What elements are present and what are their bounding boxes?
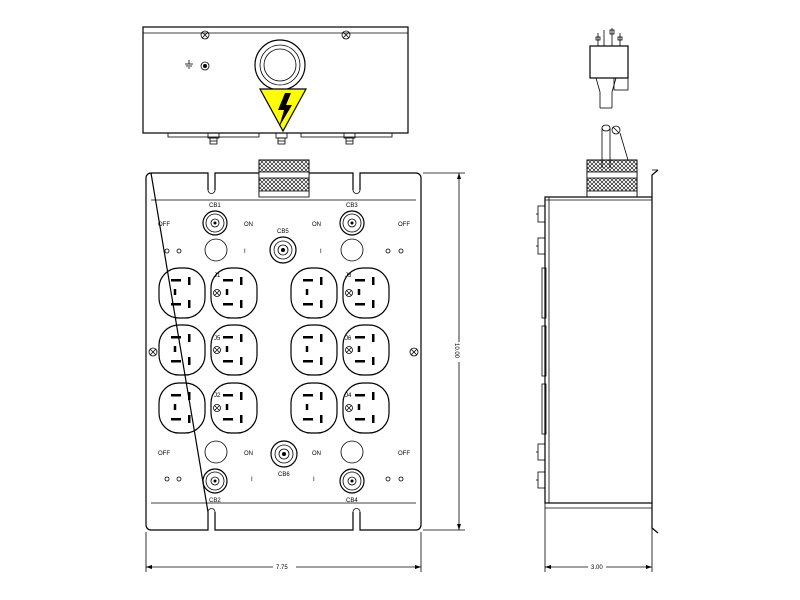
indicator-dot bbox=[164, 476, 170, 482]
receptacle bbox=[290, 324, 338, 376]
height-dimension-label: 10.00 bbox=[453, 343, 459, 359]
cb1-label: CB1 bbox=[209, 203, 221, 209]
receptacle-pair-j3 bbox=[290, 267, 390, 319]
receptacle bbox=[158, 267, 206, 319]
receptacle-screw bbox=[345, 404, 353, 412]
breaker-cb1 bbox=[202, 210, 228, 236]
side-view bbox=[536, 159, 659, 534]
cb2-label: CB2 bbox=[209, 498, 221, 504]
receptacle bbox=[210, 382, 258, 434]
side-screw-right bbox=[409, 347, 419, 357]
on-label: ON bbox=[244, 451, 253, 457]
receptacle bbox=[342, 382, 390, 434]
high-voltage-warning-icon bbox=[258, 88, 308, 133]
j2-label: J2 bbox=[214, 393, 221, 399]
stud-1 bbox=[207, 132, 220, 145]
breaker-cb2 bbox=[202, 468, 228, 494]
indicator-window-1 bbox=[204, 238, 228, 262]
top-screw-right bbox=[341, 30, 351, 40]
dimension-depth: 3.00 bbox=[544, 503, 653, 572]
indicator-window-2 bbox=[340, 238, 364, 262]
receptacle-screw bbox=[213, 346, 221, 354]
receptacle-pair-j4 bbox=[290, 382, 390, 434]
receptacle bbox=[290, 267, 338, 319]
j4-label: J4 bbox=[345, 393, 352, 399]
breaker-cb6 bbox=[270, 440, 298, 468]
receptacle bbox=[342, 324, 390, 376]
dimension-height: 10.00 bbox=[423, 172, 465, 531]
cb5-label: CB5 bbox=[277, 229, 289, 235]
off-label: OFF bbox=[398, 451, 410, 457]
receptacle-pair-j1 bbox=[158, 267, 258, 319]
j1-label: J1 bbox=[214, 273, 221, 279]
off-label: OFF bbox=[398, 222, 410, 228]
receptacle-screw bbox=[345, 346, 353, 354]
indicator-dot bbox=[398, 248, 404, 254]
receptacle-pair-j2 bbox=[158, 382, 258, 434]
position-one-label: I bbox=[313, 477, 315, 483]
front-connector-knurl bbox=[258, 159, 310, 198]
indicator-dot bbox=[164, 248, 170, 254]
receptacle-screw bbox=[213, 404, 221, 412]
ground-post bbox=[200, 61, 210, 71]
breaker-cb3 bbox=[339, 210, 365, 236]
cb3-label: CB3 bbox=[346, 203, 358, 209]
off-label: OFF bbox=[158, 451, 170, 457]
width-dimension-label: 7.75 bbox=[276, 565, 288, 571]
indicator-dot bbox=[176, 476, 182, 482]
indicator-dot bbox=[385, 248, 391, 254]
indicator-window-4 bbox=[340, 440, 364, 464]
indicator-dot bbox=[385, 476, 391, 482]
j5-label: J5 bbox=[214, 336, 221, 342]
receptacle bbox=[342, 267, 390, 319]
stud-2 bbox=[275, 132, 288, 145]
on-label: ON bbox=[312, 222, 321, 228]
indicator-dot bbox=[398, 476, 404, 482]
receptacle-screw bbox=[213, 289, 221, 297]
j6-label: J6 bbox=[345, 336, 352, 342]
position-one-label: I bbox=[251, 477, 253, 483]
off-label: OFF bbox=[158, 222, 170, 228]
receptacle bbox=[210, 324, 258, 376]
side-screw-left bbox=[148, 347, 158, 357]
receptacle bbox=[210, 267, 258, 319]
top-view bbox=[142, 26, 409, 145]
top-connector bbox=[254, 39, 306, 91]
receptacle-pair-j5 bbox=[158, 324, 258, 376]
position-one-label: I bbox=[244, 249, 246, 255]
indicator-window-3 bbox=[204, 440, 228, 464]
stud-3 bbox=[343, 132, 356, 145]
ground-icon bbox=[185, 60, 193, 69]
breaker-cb5 bbox=[269, 236, 297, 264]
receptacle-pair-j6 bbox=[290, 324, 390, 376]
receptacle bbox=[158, 382, 206, 434]
receptacle bbox=[290, 382, 338, 434]
breaker-cb4 bbox=[339, 468, 365, 494]
on-label: ON bbox=[244, 222, 253, 228]
j3-label: J3 bbox=[345, 273, 352, 279]
receptacle-screw bbox=[345, 289, 353, 297]
top-screw-left bbox=[200, 30, 210, 40]
position-one-label: I bbox=[320, 249, 322, 255]
cb4-label: CB4 bbox=[346, 498, 358, 504]
dimension-width: 7.75 bbox=[145, 532, 422, 572]
cb6-label: CB6 bbox=[278, 472, 290, 478]
plug-connector bbox=[589, 28, 629, 109]
on-label: ON bbox=[312, 451, 321, 457]
receptacle bbox=[158, 324, 206, 376]
front-view: CB1 CB3 CB5 CB6 CB2 CB4 OFF ON ON OFF OF… bbox=[145, 159, 422, 531]
indicator-dot bbox=[176, 248, 182, 254]
depth-dimension-label: 3.00 bbox=[591, 565, 603, 571]
